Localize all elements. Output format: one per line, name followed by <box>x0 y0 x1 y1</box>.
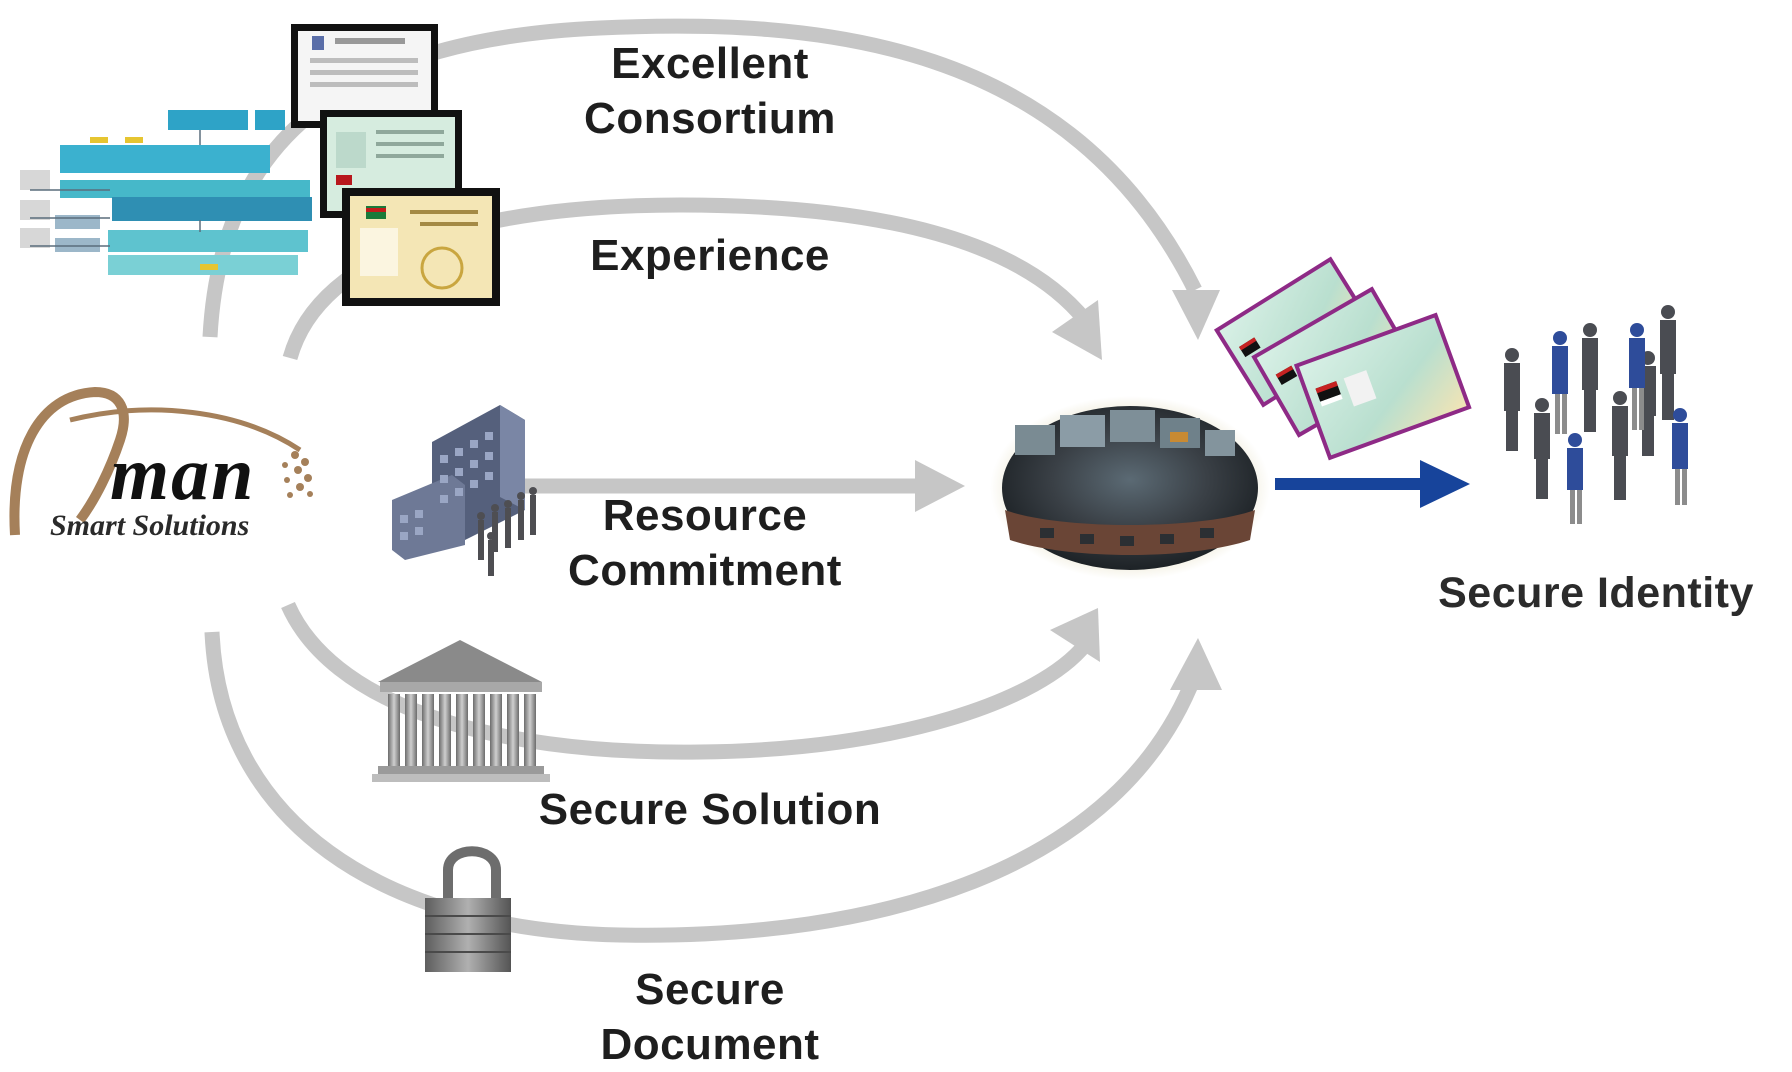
arrow-excellent-consortium <box>202 18 1202 338</box>
arrowhead-excellent-consortium <box>1172 290 1220 340</box>
label-document: Document <box>600 1020 820 1069</box>
logo-wordmark: man <box>110 432 256 516</box>
label-resource: Resource <box>602 491 808 540</box>
padlock-icon <box>425 846 511 972</box>
label-secure: Secure <box>635 965 785 1014</box>
label-secure-document: Secure Document <box>540 962 880 1072</box>
arrow-secure-solution <box>281 601 1091 760</box>
arrowhead-experience <box>1052 300 1102 360</box>
id-card-stack-icon <box>1213 256 1472 461</box>
arrowhead-secure-solution <box>1050 608 1100 662</box>
label-resource-commitment: Resource Commitment <box>530 488 880 598</box>
label-experience: Experience <box>590 231 830 280</box>
label-commitment: Commitment <box>568 546 842 595</box>
label-secure-solution: Secure Solution <box>538 785 882 834</box>
people-group-icon <box>1504 305 1688 524</box>
arrowhead-resource-commitment <box>915 460 965 512</box>
office-building-icon <box>392 405 537 576</box>
aman-logo <box>9 386 313 536</box>
label-excellent-consortium: Excellent Consortium <box>540 36 880 146</box>
logo-tagline: Smart Solutions <box>50 509 250 542</box>
arrow-to-secure-identity <box>1275 460 1470 508</box>
control-room-icon <box>990 396 1270 580</box>
label-excellent: Excellent <box>611 39 809 88</box>
label-consortium: Consortium <box>584 94 836 143</box>
network-diagram-icon <box>20 110 312 275</box>
arrowhead-secure-document <box>1170 638 1222 690</box>
label-secure-identity: Secure Identity <box>1438 569 1754 617</box>
bank-building-icon <box>372 640 550 782</box>
arrow-secure-document <box>204 631 1202 943</box>
id-card-icon <box>291 24 500 306</box>
